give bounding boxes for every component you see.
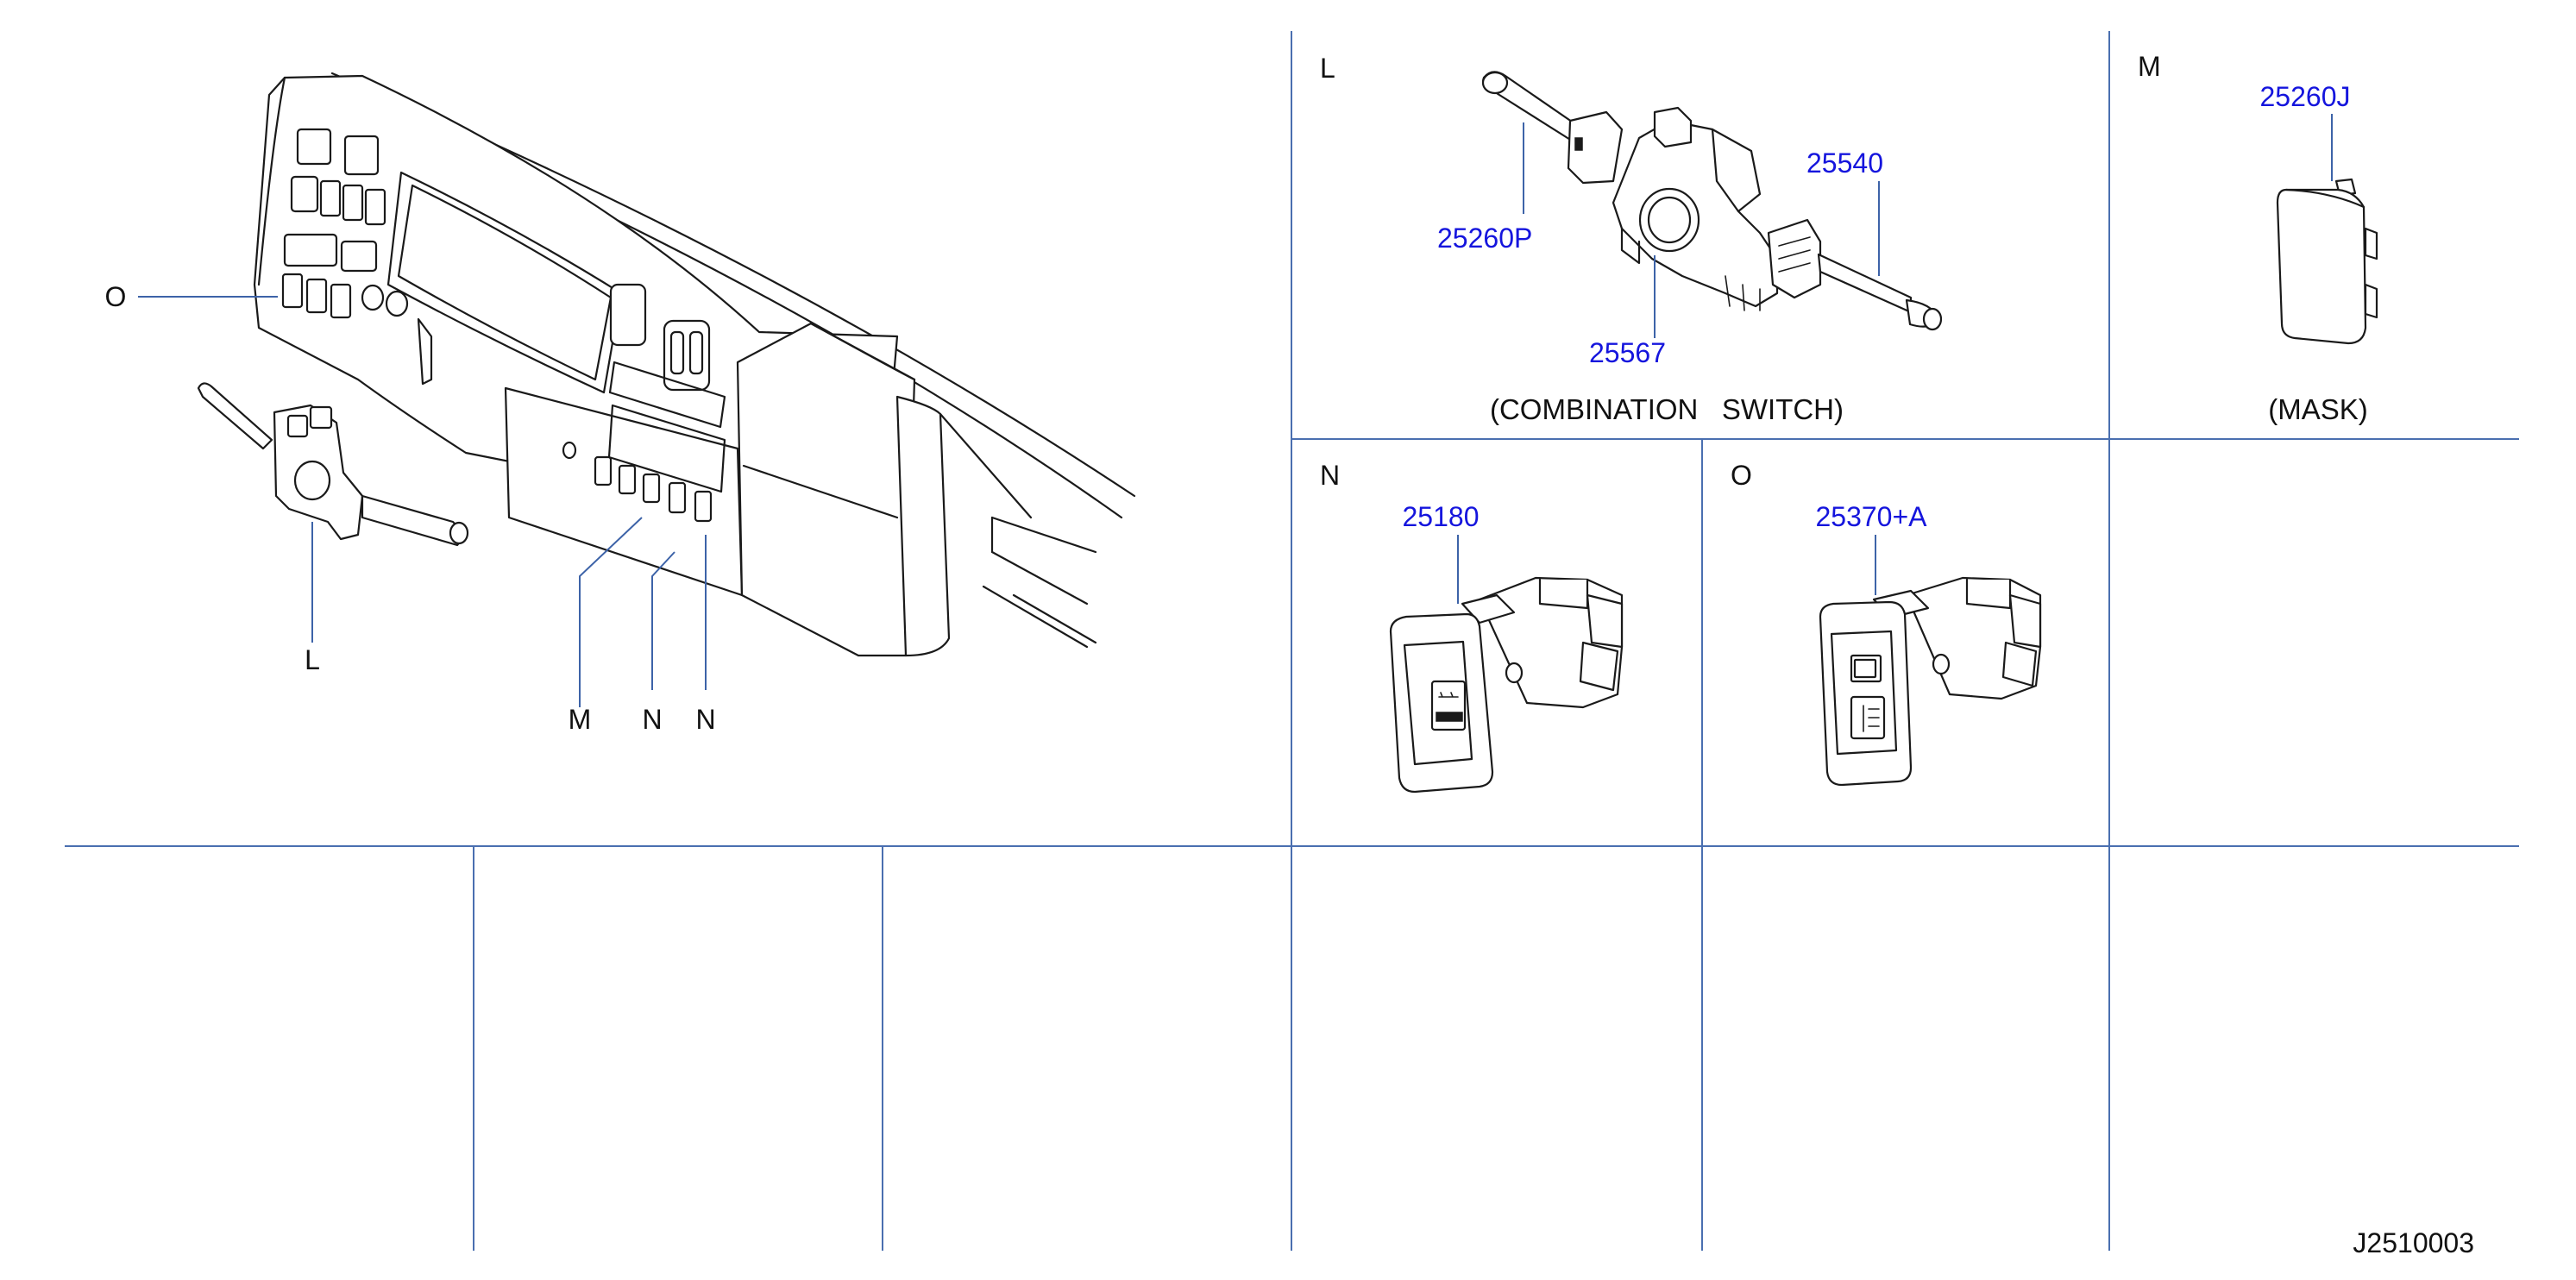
drawing-code: J2510003 [2353,1227,2474,1258]
panel-n-letter: N [1320,460,1340,491]
panel-m-letter: M [2138,51,2161,82]
part-number-25180: 25180 [1403,501,1480,532]
panel-n-switch-drawing [1389,576,1624,794]
callout-n-first: N [642,704,662,735]
panel-l-caption: (COMBINATION SWITCH) [1490,393,1844,425]
panel-grid [65,31,2519,1251]
part-number-25540: 25540 [1806,147,1883,179]
panel-o-switch-drawing [1819,576,2042,787]
dashboard-overview-drawing [253,72,1136,657]
callout-l: L [305,644,320,675]
part-number-25260j: 25260J [2260,81,2351,112]
panel-o-letter: O [1731,460,1752,491]
callout-n-second: N [695,704,715,735]
panel-l-leaders [1523,122,1880,338]
panel-l-combination-switch-drawing [1481,71,1943,331]
part-number-25260p: 25260P [1437,223,1532,254]
overview-leaders [138,296,707,707]
callout-m: M [569,704,592,735]
panel-l-letter: L [1320,53,1335,84]
combination-switch-thumbnail [197,382,469,547]
part-number-25370-a: 25370+A [1815,501,1927,532]
panel-m-mask-drawing [2276,178,2378,345]
callout-o: O [105,281,127,312]
panel-m-caption: (MASK) [2268,393,2368,425]
part-number-25567: 25567 [1589,337,1666,368]
